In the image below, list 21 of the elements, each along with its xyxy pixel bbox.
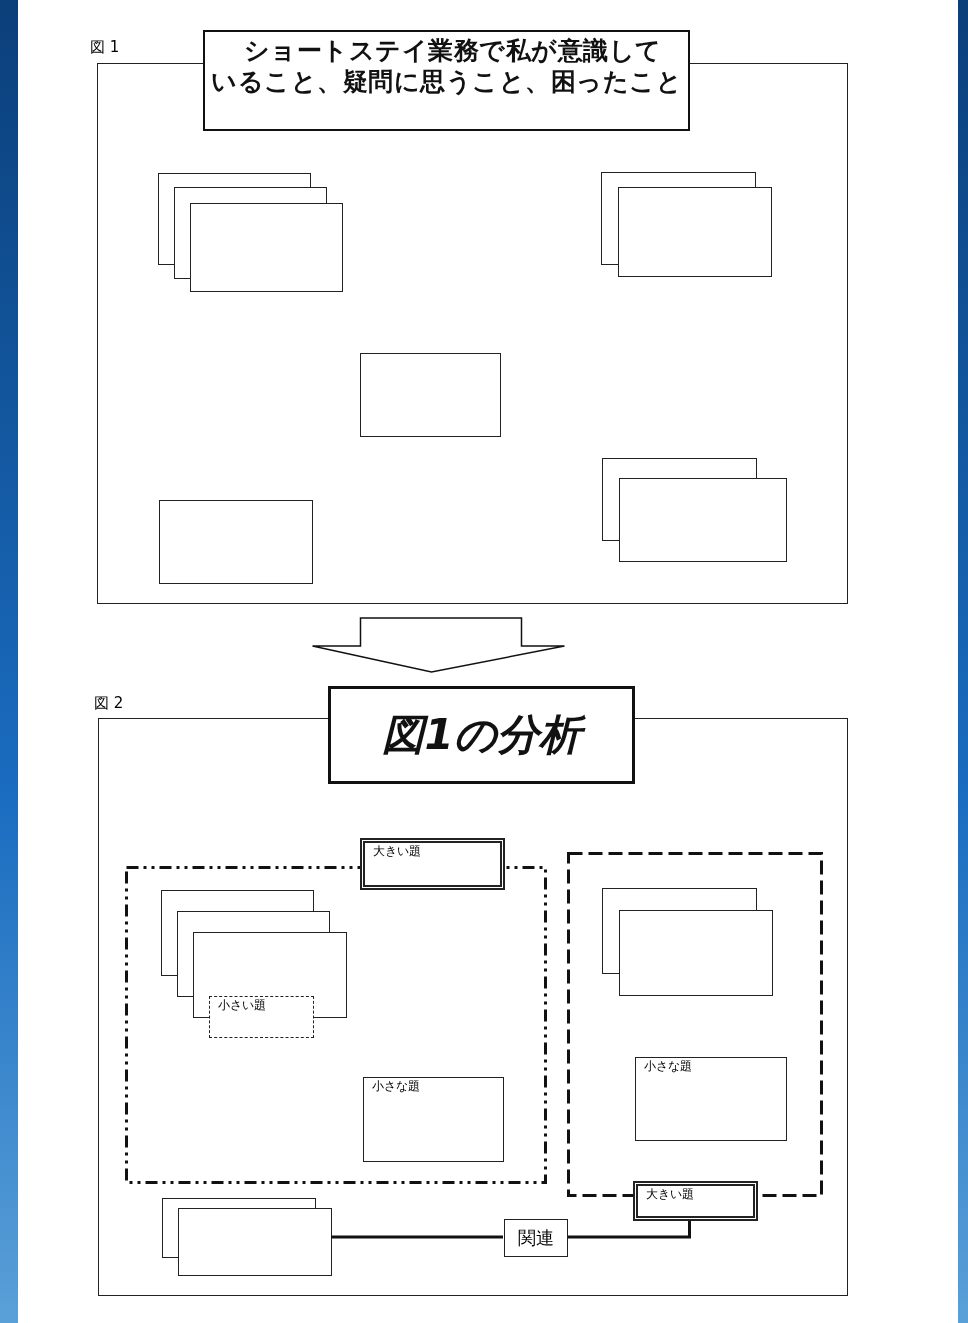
- empty-card: [619, 478, 787, 562]
- empty-card: [159, 500, 313, 584]
- heading-box: 大きい題: [360, 838, 505, 890]
- empty-card: [618, 187, 772, 277]
- heading-box: 大きい題: [633, 1181, 758, 1221]
- title-box: ショートステイ業務で私が意識していること、疑問に思うこと、困ったこと: [203, 30, 690, 131]
- figure-label: 図 2: [94, 694, 124, 713]
- group-frame: [125, 866, 547, 1184]
- empty-card: [619, 910, 773, 996]
- figure-label: 図 1: [90, 38, 120, 57]
- block-arrow: [311, 617, 566, 673]
- label-card: 小さな題: [363, 1077, 504, 1162]
- title-box: 図1の分析: [328, 686, 635, 784]
- relation-box: 関連: [504, 1219, 568, 1257]
- empty-card: [360, 353, 501, 437]
- heading-box: 小さい題: [209, 996, 314, 1038]
- connector-line: [567, 1220, 691, 1239]
- empty-card: [190, 203, 343, 292]
- label-card: 小さな題: [635, 1057, 787, 1141]
- empty-card: [178, 1208, 332, 1276]
- connector-line: [331, 1235, 503, 1239]
